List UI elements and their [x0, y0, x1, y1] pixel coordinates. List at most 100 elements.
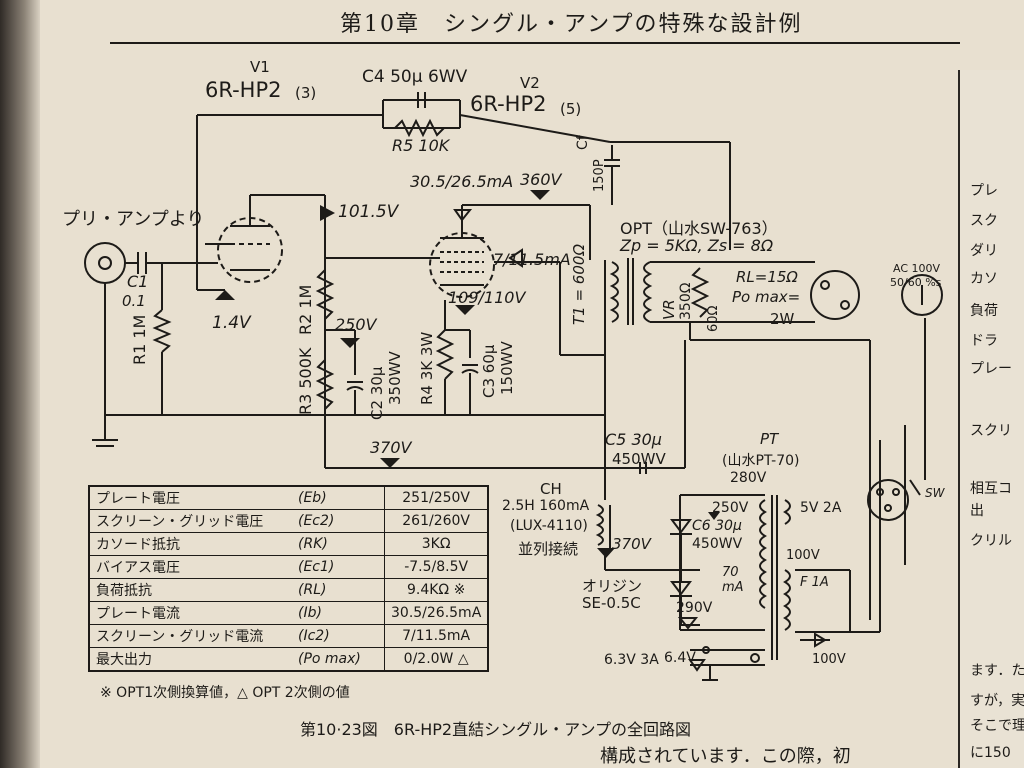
spec-row: プレート電流(Ib)30.5/26.5mA	[88, 601, 489, 625]
b-plus-360: 360V	[520, 170, 562, 189]
pt-label: PT	[760, 430, 779, 448]
facing-page-line: プレー	[970, 361, 1012, 377]
spec-row: カソード抵抗(RK)3KΩ	[88, 532, 489, 556]
header-rule	[110, 42, 960, 44]
opt-label: OPT（山水SW-763）	[620, 219, 778, 238]
spec-symbol: (Po max)	[292, 647, 385, 672]
preamp-label: プリ・アンプより	[62, 209, 205, 230]
spec-symbol: (Eb)	[292, 485, 385, 510]
facing-page-line: すが，実	[970, 693, 1024, 709]
v2-label: V2	[520, 74, 540, 92]
facing-page-line: カソ	[970, 271, 998, 287]
facing-page-line: 負荷	[970, 303, 998, 319]
v1-plate-voltage: 101.5V	[338, 202, 399, 222]
spec-symbol: (RK)	[292, 532, 385, 556]
v2-tube: 6R-HP2	[470, 92, 547, 116]
spec-value: 7/11.5mA	[384, 624, 489, 648]
ac-hz: 50/60 %s	[890, 276, 942, 289]
c2-voltage: 350WV	[386, 351, 404, 405]
facing-page-line: ます．た	[970, 663, 1024, 679]
facing-page-line: スクリ	[970, 423, 1012, 439]
spec-value: 30.5/26.5mA	[384, 601, 489, 625]
choke-note: 並列接続	[518, 540, 579, 558]
spec-name: カソード抵抗	[88, 532, 292, 556]
c5-voltage: 450WV	[612, 450, 666, 468]
spec-name: 負荷抵抗	[88, 578, 292, 602]
book-binding-edge	[0, 0, 40, 768]
facing-page-line: ドラ	[970, 333, 998, 349]
pt-100v-a: 100V	[786, 548, 820, 563]
v1-grid-voltage: 1.4V	[212, 313, 251, 333]
v1-label: V1	[250, 58, 270, 76]
facing-page-line: そこで理	[970, 718, 1024, 734]
facing-page-line: スク	[970, 213, 998, 229]
spec-symbol: (Ec2)	[292, 509, 385, 533]
r5-label: R5 10K	[392, 136, 450, 155]
c1-value: 0.1	[122, 292, 146, 310]
r2-label: R2 1M	[296, 284, 315, 335]
r3-label: R3 500K	[296, 347, 315, 415]
c6-voltage: 450WV	[692, 536, 743, 552]
opt-impedance: Zp = 5KΩ, Zs = 8Ω	[620, 236, 774, 255]
cf-label: Cf	[575, 135, 591, 150]
spec-symbol: (Ec1)	[292, 555, 385, 579]
ac-label: AC 100V	[893, 262, 941, 275]
spec-value: 0/2.0W △	[384, 647, 489, 672]
table-footnote: ※ OPT1次側換算値，△ OPT 2次側の値	[100, 685, 350, 701]
po-max-value: 2W	[770, 310, 795, 328]
spec-value: 9.4KΩ ※	[384, 578, 489, 602]
facing-page-line: クリル	[970, 533, 1012, 549]
c3-voltage: 150WV	[498, 341, 516, 395]
spec-row: 最大出力(Po max)0/2.0W △	[88, 647, 489, 672]
v2-cathode-voltage: 109/110V	[448, 288, 526, 307]
v1-tube: 6R-HP2	[205, 78, 282, 102]
body-text: 構成されています．この際，初	[600, 746, 851, 767]
spec-name: バイアス電圧	[88, 555, 292, 579]
spec-row: プレート電圧(Eb)251/250V	[88, 485, 489, 510]
spec-name: プレート電流	[88, 601, 292, 625]
b-plus-370-b: 370V	[612, 535, 651, 553]
facing-page-line: 相互コ	[970, 481, 1012, 497]
vr-value: 350Ω	[678, 282, 694, 320]
t1-label: T1 = 600Ω	[570, 244, 588, 325]
rectifier-model: SE-0.5C	[582, 594, 641, 612]
switch-label: SW	[925, 486, 945, 500]
c6-label: C6 30μ	[692, 518, 742, 534]
heater-64v: 6.4V	[664, 650, 696, 666]
c4-label: C4 50μ 6WV	[362, 67, 468, 87]
chapter-title: 第10章 シングル・アンプの特殊な設計例	[340, 12, 803, 37]
facing-page: プレスクダリカソ負荷ドラプレースクリ相互コ出クリルます．たすが，実そこで理に15…	[958, 70, 1024, 768]
spec-name: プレート電圧	[88, 485, 292, 510]
spec-symbol: (Ic2)	[292, 624, 385, 648]
r60-label: 60Ω	[706, 305, 721, 332]
screen-voltage-250: 250V	[335, 315, 377, 334]
spec-symbol: (RL)	[292, 578, 385, 602]
c2-label: C2 30μ	[368, 366, 386, 420]
cf-value: 150P	[592, 159, 607, 192]
c3-label: C3 60μ	[480, 344, 498, 398]
pt-70-ma: mA	[722, 580, 744, 595]
vr-label: VR	[660, 299, 678, 320]
choke-spec: 2.5H 160mA	[502, 498, 590, 514]
choke-label: CH	[540, 480, 562, 498]
figure-caption: 第10·23図 6R-HP2直結シングル・アンプの全回路図	[300, 720, 691, 739]
v2-pins: (5)	[560, 100, 582, 118]
facing-page-line: に150	[970, 745, 1011, 761]
screen-current: 7/11.5mA	[493, 250, 571, 269]
spec-value: 261/260V	[384, 509, 489, 533]
pt-290v: 290V	[676, 600, 713, 616]
spec-row: バイアス電圧(Ec1)-7.5/8.5V	[88, 555, 489, 579]
rectifier-maker: オリジン	[582, 577, 643, 595]
spec-value: 3KΩ	[384, 532, 489, 556]
facing-page-line: プレ	[970, 183, 998, 199]
facing-page-line: ダリ	[970, 243, 998, 259]
pt-model: (山水PT-70)	[722, 453, 800, 469]
c1-label: C1	[127, 272, 149, 291]
facing-page-line: 出	[970, 503, 984, 519]
pt-70: 70	[722, 565, 739, 580]
heater-63v: 6.3V 3A	[604, 652, 659, 668]
spec-value: 251/250V	[384, 485, 489, 510]
